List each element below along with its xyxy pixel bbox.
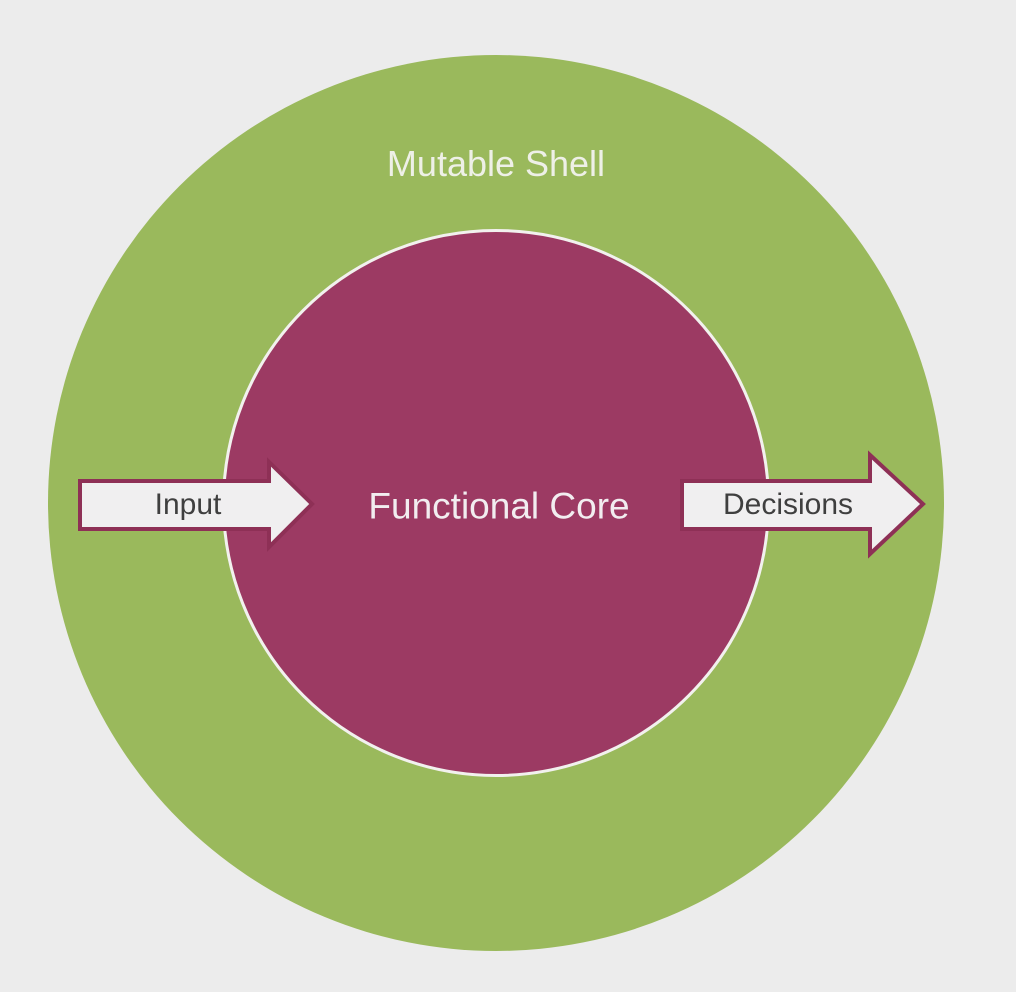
functional-core-label: Functional Core bbox=[368, 485, 630, 527]
decisions-arrow-label: Decisions bbox=[722, 488, 854, 521]
mutable-shell-label: Mutable Shell bbox=[386, 143, 606, 184]
input-arrow-label: Input bbox=[154, 488, 222, 521]
decisions-arrow-icon bbox=[680, 450, 926, 559]
input-arrow-icon bbox=[78, 457, 315, 552]
